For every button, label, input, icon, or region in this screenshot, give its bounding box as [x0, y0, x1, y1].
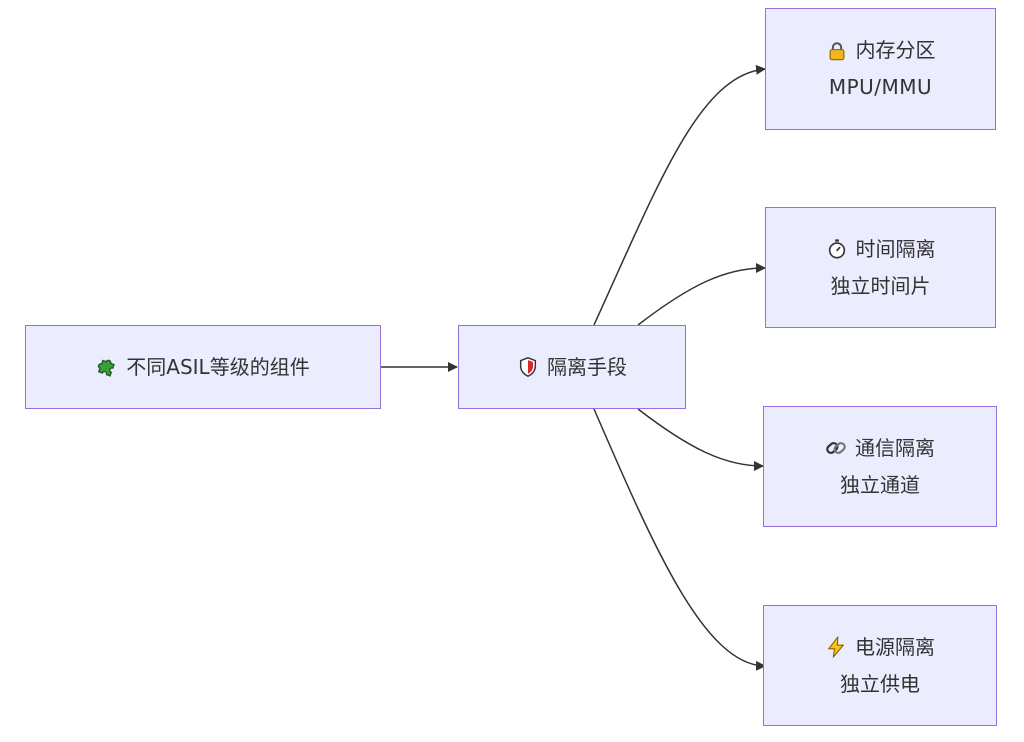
node-time-isolation-subtitle: 独立时间片	[830, 273, 931, 298]
puzzle-piece-icon	[96, 356, 118, 378]
lock-icon	[826, 40, 848, 62]
node-isolation-means[interactable]: 隔离手段	[458, 325, 686, 409]
link-icon	[825, 437, 847, 459]
node-isolation-means-label: 隔离手段	[547, 354, 627, 379]
node-comm-isolation-title: 通信隔离	[855, 435, 935, 460]
stopwatch-icon	[826, 238, 848, 260]
node-memory-partition[interactable]: 内存分区 MPU/MMU	[765, 8, 996, 130]
edge-hub-to-power	[593, 408, 766, 671]
lightning-icon	[825, 636, 847, 658]
node-components[interactable]: 不同ASIL等级的组件	[25, 325, 381, 409]
node-power-isolation[interactable]: 电源隔离 独立供电	[763, 605, 997, 726]
node-comm-isolation[interactable]: 通信隔离 独立通道	[763, 406, 997, 527]
node-time-isolation[interactable]: 时间隔离 独立时间片	[765, 207, 996, 328]
shield-icon	[517, 356, 539, 378]
node-comm-isolation-subtitle: 独立通道	[840, 472, 920, 497]
edge-hub-to-comm	[637, 408, 764, 471]
node-power-isolation-subtitle: 独立供电	[840, 671, 920, 696]
node-time-isolation-title: 时间隔离	[855, 236, 936, 261]
node-components-label: 不同ASIL等级的组件	[126, 354, 310, 379]
node-memory-partition-subtitle: MPU/MMU	[828, 75, 933, 99]
node-power-isolation-title: 电源隔离	[855, 634, 935, 659]
edge-hub-to-memory	[593, 64, 766, 326]
edge-hub-to-time	[637, 263, 766, 326]
node-memory-partition-title: 内存分区	[855, 38, 936, 62]
